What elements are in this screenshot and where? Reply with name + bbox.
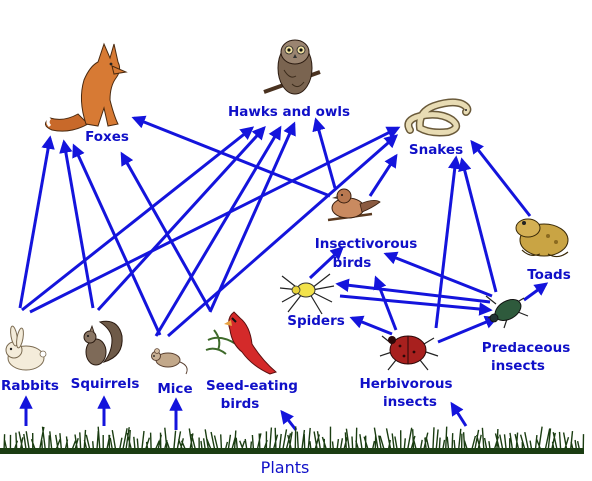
mouse-icon [151,348,188,375]
label-plants: Plants [261,458,310,477]
predaceous-beetle-icon [485,295,529,329]
arrow-herbivorous-insects-to-predaceous-insects [437,315,499,344]
arrow-rabbits-to-snakes [29,126,401,314]
label-hawks-owls: Hawks and owls [228,104,350,120]
grass-base [0,448,584,454]
arrow-rabbits-to-hawks-owls [21,126,255,312]
squirrel-icon [83,320,123,366]
cardinal-icon [205,311,277,375]
arrow-squirrels-to-foxes [59,139,95,309]
insectivorous-bird-icon [327,188,381,222]
arrow-spiders-to-insectivorous-birds [308,246,344,280]
arrow-mice-to-foxes [72,143,162,336]
fox-icon [45,42,128,132]
arrow-predaceous-insects-to-spiders [335,278,491,304]
spider-icon [279,273,335,315]
arrow-herbivorous-insects-to-snakes [434,155,462,329]
label-insectivorous-1: Insectivorous [315,236,418,252]
label-squirrels: Squirrels [71,376,140,392]
grass-icon [0,426,585,454]
label-spiders: Spiders [287,313,345,329]
label-toads: Toads [527,267,571,283]
arrow-predaceous-insects-to-toads [523,282,549,302]
arrow-herbivorous-insects-to-spiders [349,315,393,336]
arrow-seed-eating-birds-to-foxes [120,151,212,311]
label-seed-2: birds [221,396,260,412]
arrow-herbivorous-insects-to-insectivorous-birds [373,275,398,331]
label-insectivorous-2: birds [333,255,372,271]
label-rabbits: Rabbits [1,378,59,394]
arrow-seed-eating-birds-to-hawks-owls [208,121,296,313]
label-snakes: Snakes [409,142,463,158]
arrow-squirrels-to-hawks-owls [96,126,266,312]
arrow-insectivorous-birds-to-foxes [131,115,331,198]
label-predaceous-2: insects [491,358,545,374]
arrow-mice-to-snakes [167,134,399,338]
snake-icon [404,98,472,137]
arrow-plants-to-seed-eating-birds [280,409,298,431]
arrow-insectivorous-birds-to-hawks-owls [312,117,337,189]
arrow-predaceous-insects-to-insectivorous-birds [383,251,493,298]
rabbit-icon [5,325,47,371]
label-seed-1: Seed-eating [206,378,298,394]
label-predaceous-1: Predaceous [482,340,571,356]
arrow-mice-to-hawks-owls [154,125,282,337]
arrow-toads-to-snakes [470,139,532,217]
label-foxes: Foxes [85,129,129,145]
herbivorous-bug-icon [379,335,439,371]
arrow-rabbits-to-foxes [18,135,55,309]
grass-blades [3,426,585,453]
toad-icon [515,218,569,258]
arrow-spiders-to-predaceous-insects [339,294,493,316]
arrow-plants-to-herbivorous-insects [450,401,468,427]
owl-icon [263,39,321,95]
arrow-insectivorous-birds-to-snakes [368,153,398,197]
label-mice: Mice [157,381,192,397]
label-herbivorous-1: Herbivorous [359,376,452,392]
label-herbivorous-2: insects [383,394,437,410]
arrows-group [18,115,549,431]
arrow-predaceous-insects-to-snakes [458,157,498,293]
